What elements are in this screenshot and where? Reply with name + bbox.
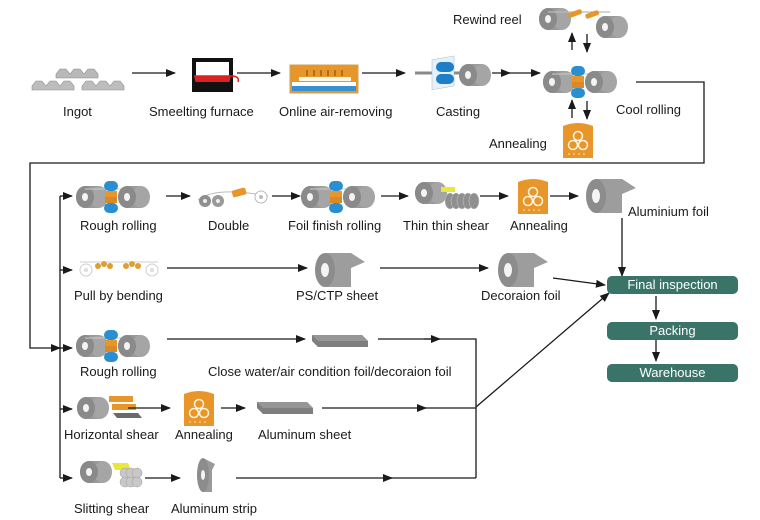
label-cool-rolling: Cool rolling: [616, 102, 682, 117]
label-online-air-removing: Online air-removing: [279, 104, 393, 119]
bending-line-arrows: [167, 264, 606, 288]
decoration-foil-icon: [498, 253, 548, 287]
thin-thin-shear-icon: [415, 182, 480, 210]
label-double: Double: [208, 218, 250, 233]
warehouse-box: Warehouse: [607, 364, 738, 382]
close-water-foil-icon: [312, 335, 368, 347]
final-inspection-box: Final inspection: [607, 276, 738, 294]
label-rough-rolling-1: Rough rolling: [80, 218, 157, 233]
online-air-removing-icon: [289, 64, 359, 94]
aluminum-strip-icon: [197, 458, 215, 492]
casting-icon: [415, 55, 491, 91]
horizontal-shear-icon: [77, 396, 142, 419]
label-ingot: Ingot: [63, 104, 92, 119]
smelting-furnace-icon: [192, 58, 240, 92]
packing-box: Packing: [607, 322, 738, 340]
annealing-icon-top: [562, 122, 594, 159]
annealing-icon-sheet: [183, 390, 215, 427]
rough-rolling-icon-1: [76, 181, 150, 213]
label-pull-by-bending: Pull by bending: [74, 288, 163, 303]
annealing-icon-foil: [517, 178, 549, 215]
aluminum-sheet-icon: [257, 402, 313, 414]
top-row-arrows: [29, 32, 705, 482]
pull-by-bending-icon: [79, 261, 159, 277]
foil-finish-rolling-icon: [301, 181, 375, 213]
label-rewind-reel: Rewind reel: [453, 12, 522, 27]
ps-ctp-sheet-icon: [315, 253, 365, 287]
label-aluminium-foil: Aluminium foil: [628, 204, 709, 219]
label-aluminum-strip: Aluminum strip: [171, 501, 257, 516]
label-rough-rolling-2: Rough rolling: [80, 364, 157, 379]
label-annealing-top: Annealing: [489, 136, 547, 151]
label-foil-finish-rolling: Foil finish rolling: [288, 218, 382, 233]
lower-line-arrows: [128, 292, 660, 482]
slitting-shear-icon: [80, 461, 143, 488]
label-ps-ctp-sheet: PS/CTP sheet: [296, 288, 379, 303]
label-close-water-foil: Close water/air condition foil/decoraion…: [208, 364, 452, 379]
double-icon: [197, 187, 269, 207]
label-slitting-shear: Slitting shear: [74, 501, 150, 516]
label-casting: Casting: [436, 104, 481, 119]
ingot-icon: [31, 68, 125, 91]
foil-line-arrows: [166, 192, 626, 277]
label-thin-thin-shear: Thin thin shear: [403, 218, 489, 233]
label-annealing-sheet: Annealing: [175, 427, 233, 442]
rough-rolling-icon-2: [76, 330, 150, 362]
label-decoration-foil: Decoraion foil: [481, 288, 561, 303]
label-horizontal-shear: Horizontal shear: [64, 427, 159, 442]
label-smelting-furnace: Smeelting furnace: [149, 104, 254, 119]
rewind-reel-icon: [539, 8, 628, 38]
label-aluminum-sheet: Aluminum sheet: [258, 427, 352, 442]
cool-rolling-icon: [543, 66, 617, 98]
label-annealing-foil: Annealing: [510, 218, 568, 233]
